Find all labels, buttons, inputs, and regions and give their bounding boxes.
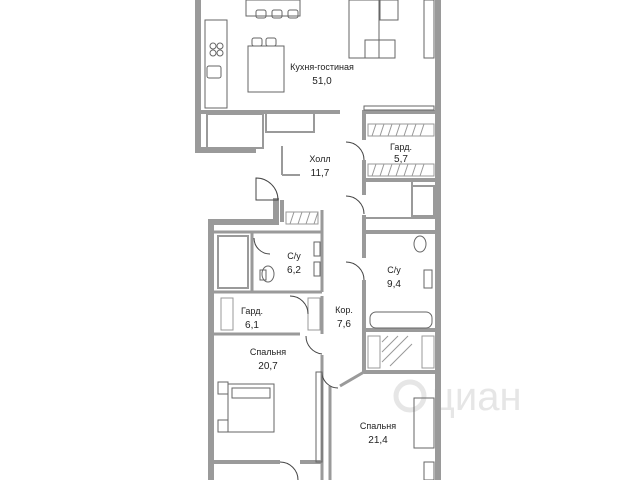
room-area-bath-right: 9,4 <box>387 279 401 290</box>
kitchen-furniture <box>204 0 435 111</box>
room-label-wardrobe-top: Гард. <box>390 142 412 152</box>
room-label-wardrobe-left: Гард. <box>241 306 263 316</box>
room-label-corridor: Кор. <box>335 305 353 315</box>
room-area-bedroom-right: 21,4 <box>368 435 388 446</box>
room-label-bath-right: С/у <box>387 265 401 275</box>
room-area-wardrobe-top: 5,7 <box>394 154 408 165</box>
bedroom-furniture <box>217 371 435 480</box>
room-label-bath-left: С/у <box>287 251 301 261</box>
room-area-kitchen-living: 51,0 <box>312 76 332 87</box>
watermark-logo-icon <box>393 379 427 413</box>
room-labels: Кухня-гостиная 51,0 Гард. 5,7 Холл 11,7 … <box>241 62 412 446</box>
room-label-hall: Холл <box>309 154 330 164</box>
room-label-bedroom-right: Спальня <box>360 421 396 431</box>
room-area-hall: 11,7 <box>311 168 330 179</box>
room-label-kitchen-living: Кухня-гостиная <box>290 62 354 72</box>
room-label-bedroom-left: Спальня <box>250 347 286 357</box>
room-area-bath-left: 6,2 <box>287 265 301 276</box>
watermark-text: циан <box>432 375 522 419</box>
bathroom-fixtures <box>259 235 433 329</box>
doors <box>253 141 365 480</box>
outer-walls <box>195 0 441 480</box>
room-area-corridor: 7,6 <box>337 319 351 330</box>
room-area-bedroom-left: 20,7 <box>258 361 278 372</box>
room-area-wardrobe-left: 6,1 <box>245 320 259 331</box>
watermark: циан <box>393 375 522 419</box>
